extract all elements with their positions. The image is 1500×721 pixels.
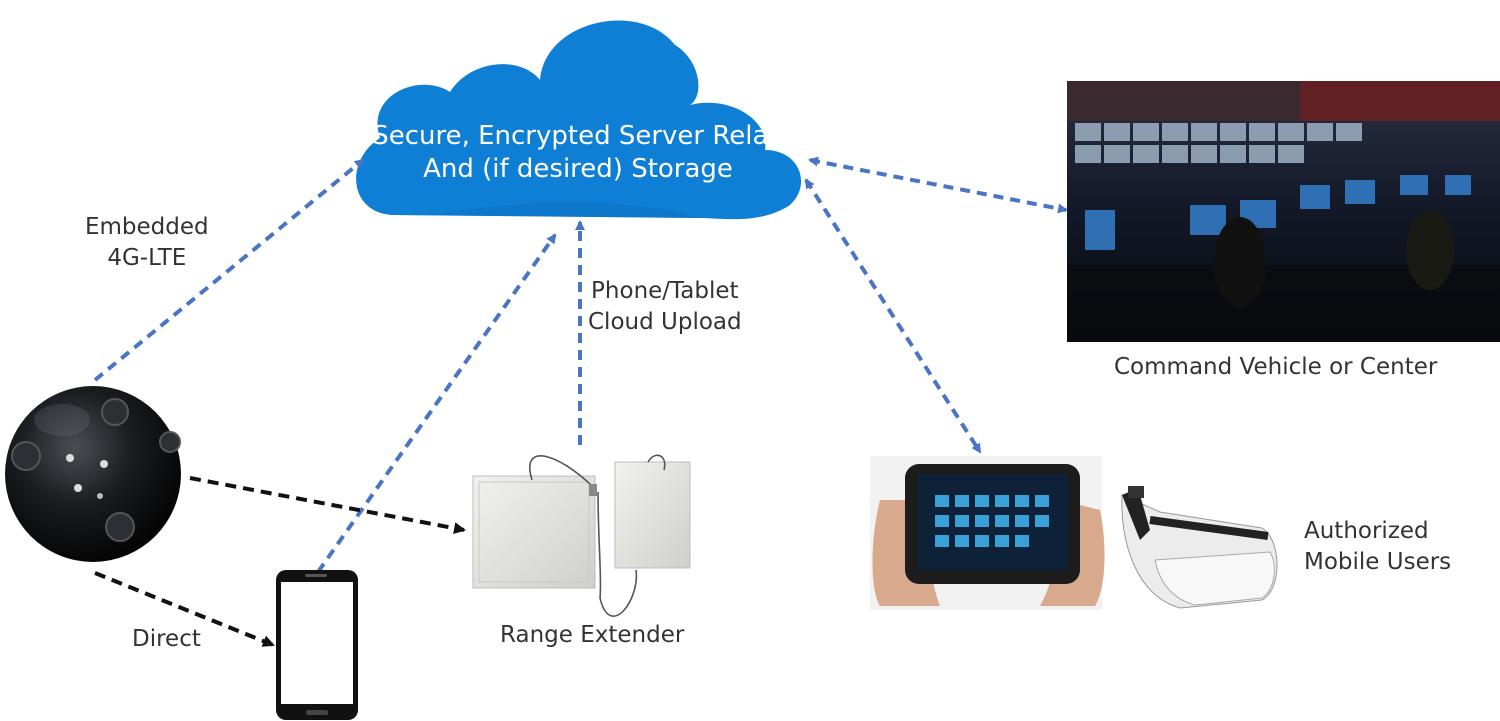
authorized-label-line1: Authorized: [1304, 518, 1429, 544]
authorized-label-line2: Mobile Users: [1304, 549, 1452, 575]
vr-headset-icon: [1121, 486, 1278, 609]
arrow-sphere-to-extender: [189, 476, 466, 535]
cloud-label-line2: And (if desired) Storage: [423, 154, 733, 184]
blue-arrows: [93, 156, 1068, 574]
embedded-label: Embedded 4G-LTE: [85, 212, 209, 274]
embedded-label-line2: 4G-LTE: [107, 245, 187, 271]
range-extender-icon: [472, 454, 691, 617]
arrow-sphere-to-phone: [94, 571, 275, 647]
range-extender-label: Range Extender: [500, 622, 685, 648]
smartphone-icon: [276, 570, 358, 720]
authorized-label: Authorized Mobile Users: [1304, 516, 1451, 578]
tablet-icon: [870, 456, 1105, 610]
arrow-cloud-to-command: [808, 156, 1068, 214]
direct-label: Direct: [132, 626, 201, 652]
arrow-sphere-to-cloud: [93, 158, 365, 382]
command-label: Command Vehicle or Center: [1114, 354, 1438, 380]
phone-tablet-label-line2: Cloud Upload: [588, 309, 742, 335]
arrow-phone-to-cloud: [316, 233, 557, 574]
cloud-icon: [356, 20, 802, 220]
camera-sphere-icon: [5, 386, 181, 562]
cloud-label-line1: Secure, Encrypted Server Relay: [372, 121, 784, 151]
cloud-label: Secure, Encrypted Server Relay And (if d…: [358, 120, 798, 186]
arrow-cloud-to-mobile: [804, 178, 982, 454]
phone-tablet-label: Phone/Tablet Cloud Upload: [588, 276, 742, 338]
embedded-label-line1: Embedded: [85, 214, 209, 240]
black-arrows: [94, 476, 466, 647]
phone-tablet-label-line1: Phone/Tablet: [591, 278, 739, 304]
control-room-photo: [1067, 81, 1500, 342]
